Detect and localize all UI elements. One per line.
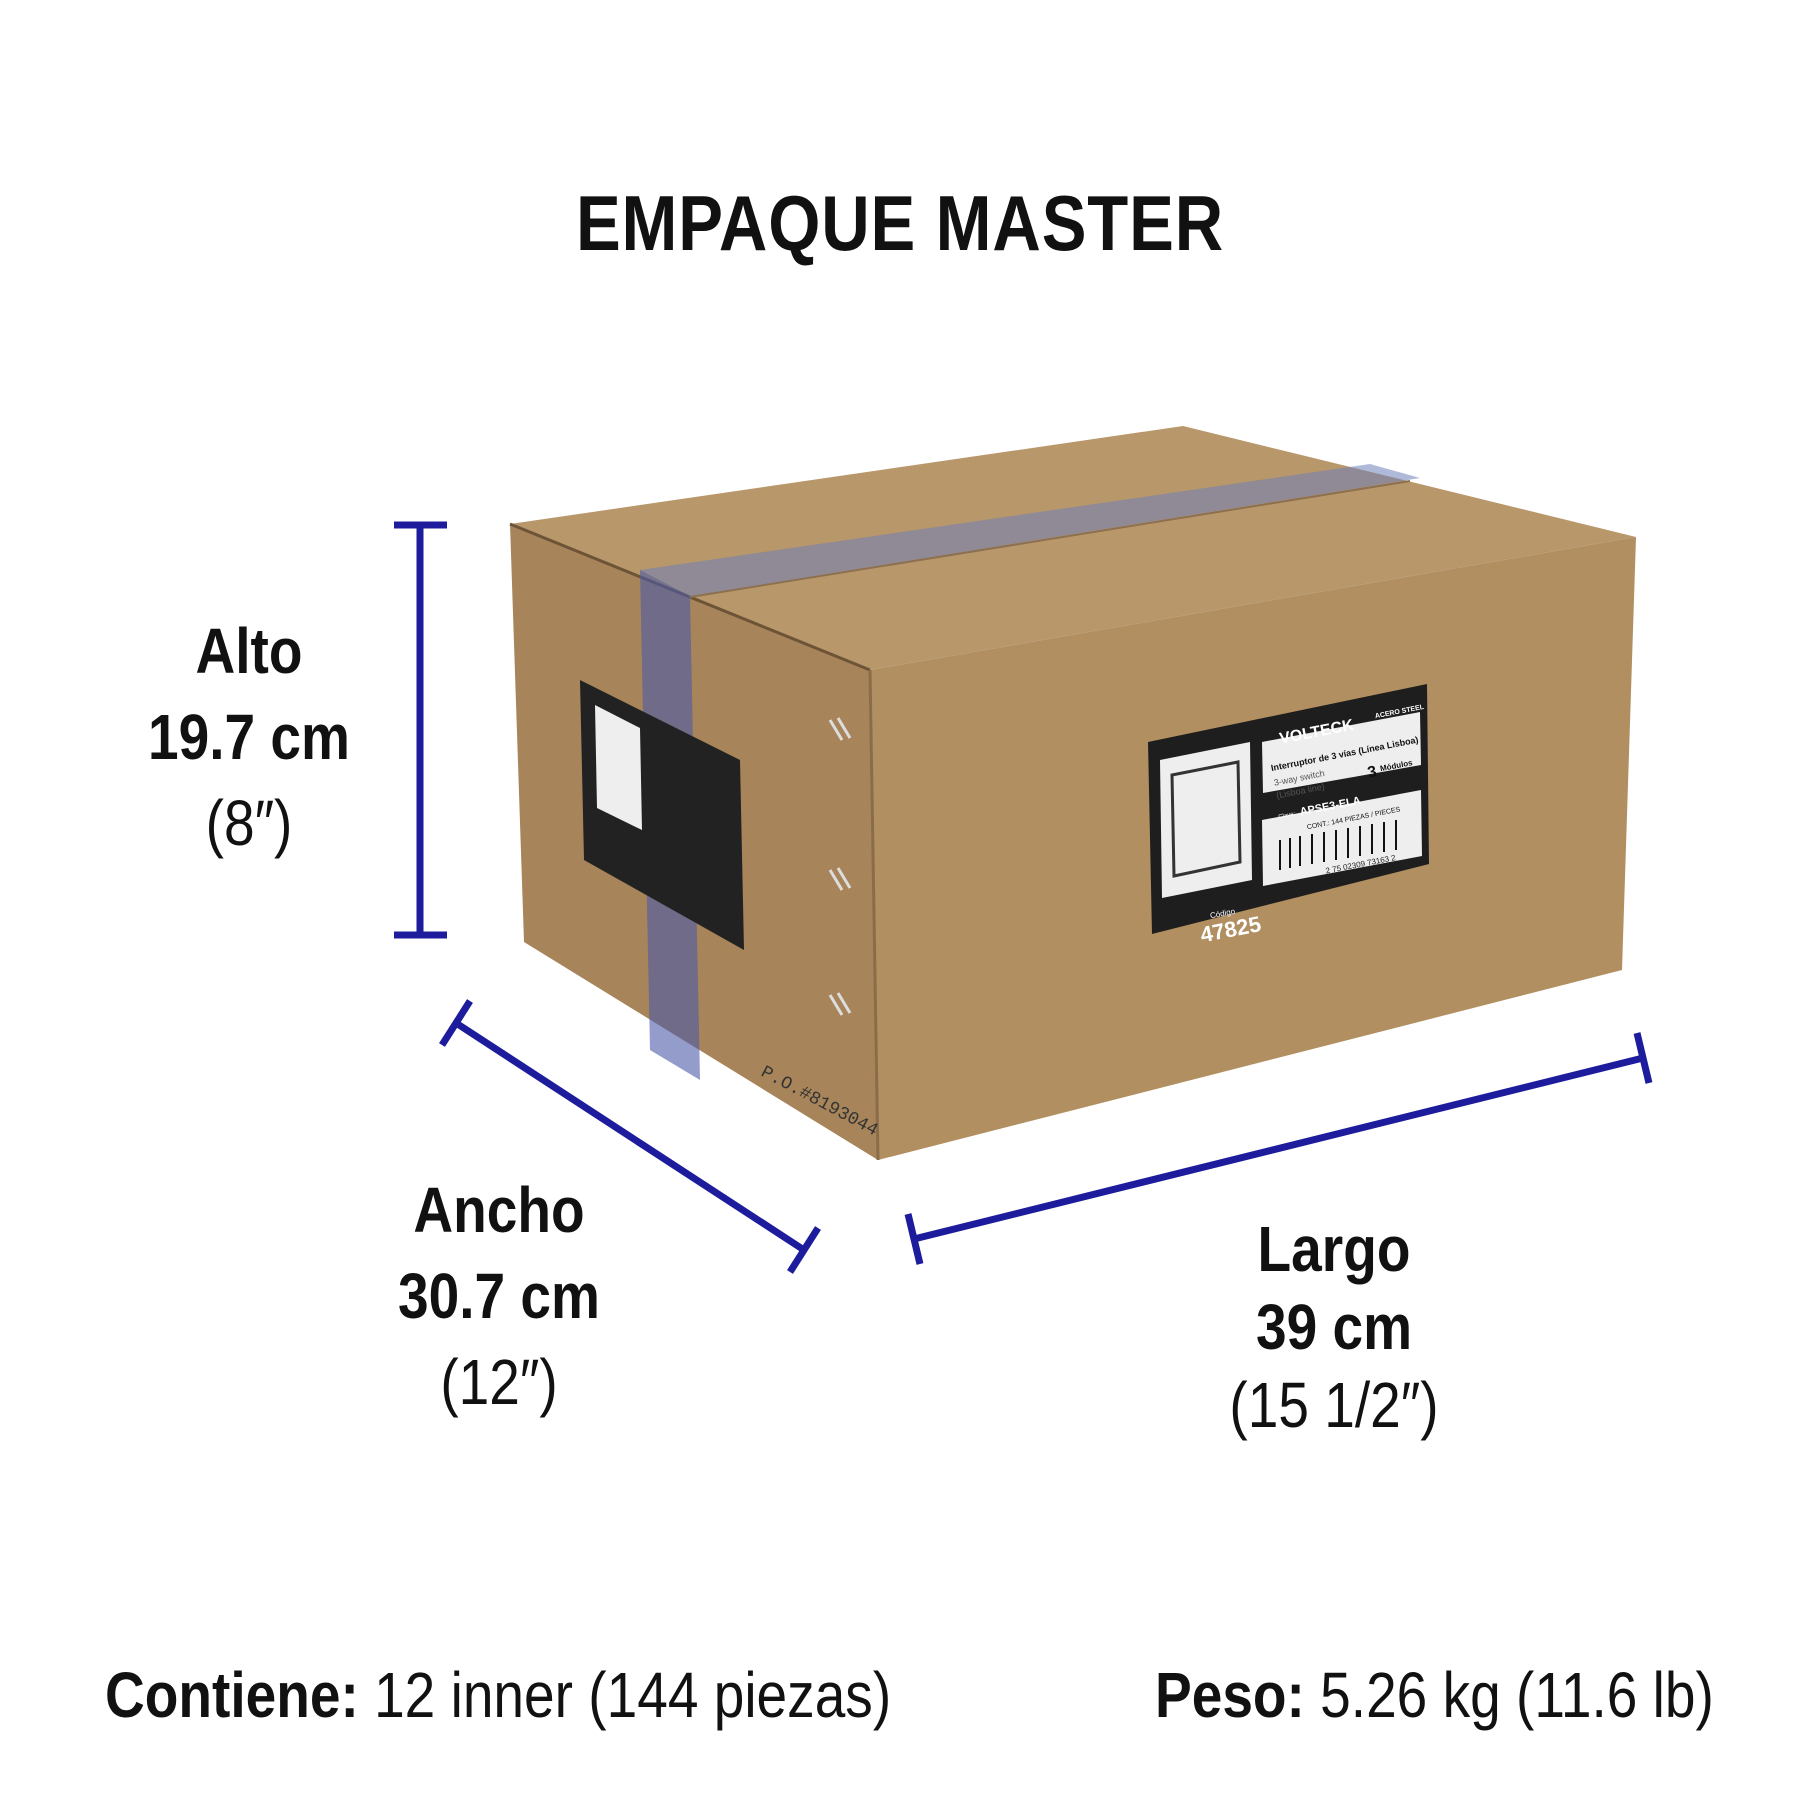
contents-info: Contiene: 12 inner (144 piezas) — [105, 1658, 891, 1732]
barcode-bars — [1279, 820, 1397, 870]
width-dimension-line — [439, 999, 821, 1274]
packing-tape — [640, 464, 1420, 596]
product-label: VOLTECK ACERO STEEL Interruptor de 3 vía… — [1148, 684, 1429, 947]
contents-value: 12 inner (144 piezas) — [374, 1659, 892, 1731]
length-imperial: (15 1/2″) — [1229, 1369, 1439, 1441]
weight-label: Peso: — [1155, 1659, 1305, 1731]
width-metric: 30.7 cm — [398, 1260, 600, 1332]
width-label: Ancho — [413, 1174, 585, 1246]
height-label: Alto — [195, 615, 303, 687]
height-dimension-label: Alto 19.7 cm (8″) — [148, 608, 350, 866]
height-dimension-line — [394, 521, 447, 939]
height-metric: 19.7 cm — [148, 701, 350, 773]
length-dimension-label: Largo 39 cm (15 1/2″) — [1229, 1210, 1438, 1444]
width-imperial: (12″) — [440, 1346, 558, 1418]
weight-value: 5.26 kg (11.6 lb) — [1320, 1659, 1714, 1731]
length-label: Largo — [1257, 1213, 1411, 1285]
page-title: EMPAQUE MASTER — [575, 179, 1225, 267]
length-metric: 39 cm — [1255, 1291, 1413, 1363]
weight-info: Peso: 5.26 kg (11.6 lb) — [1155, 1658, 1714, 1732]
contents-label: Contiene: — [105, 1659, 359, 1731]
label-clave-label: Clave: — [1278, 811, 1296, 820]
length-dimension-line — [904, 1032, 1653, 1265]
label-modules-num: 3 — [1366, 763, 1378, 781]
width-dimension-label: Ancho 30.7 cm (12″) — [398, 1167, 600, 1425]
height-imperial: (8″) — [205, 787, 293, 859]
staples — [828, 717, 852, 1016]
